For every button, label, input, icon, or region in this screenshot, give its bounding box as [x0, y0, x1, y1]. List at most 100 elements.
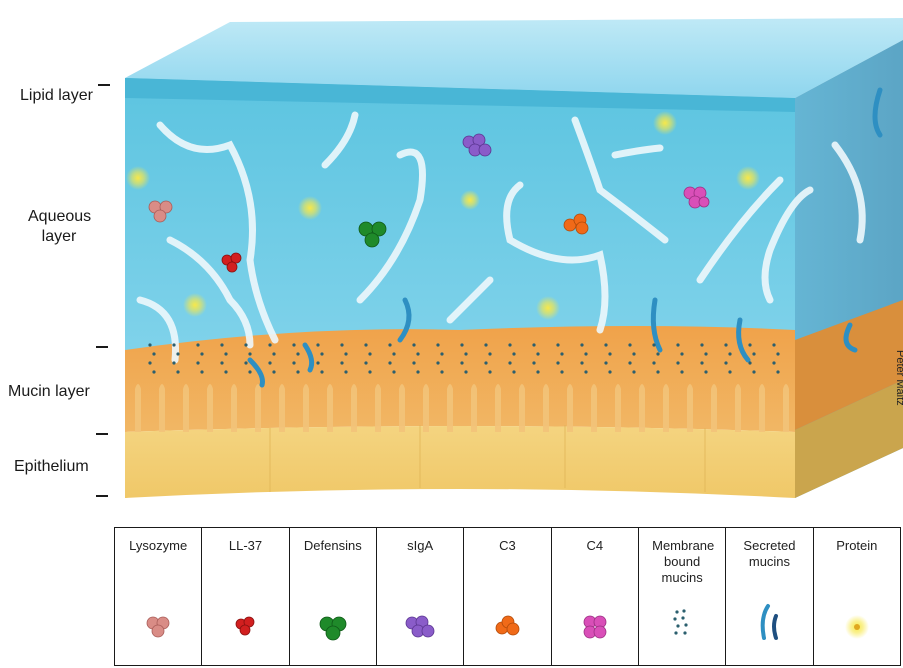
membrane-mucin-dot: [152, 352, 155, 355]
membrane-mucin-dot: [412, 343, 415, 346]
legend-label: LL-37: [202, 538, 288, 554]
membrane-mucin-dot: [584, 352, 587, 355]
membrane-mucin-dot: [748, 343, 751, 346]
legend-cell-ll37: LL-37: [202, 528, 289, 665]
membrane-mucin-dot: [584, 370, 587, 373]
membrane-mucin-dot: [728, 370, 731, 373]
membrane-mucin-dot: [700, 343, 703, 346]
membrane-mucin-dot: [464, 352, 467, 355]
membrane-mucin-dot: [296, 352, 299, 355]
membrane-mucin-dot: [772, 361, 775, 364]
membrane-mucin-dot: [556, 343, 559, 346]
membrane-mucin-dot: [680, 352, 683, 355]
microvillus: [279, 384, 285, 432]
microvillus: [183, 384, 189, 432]
lysozyme-cluster-icon: [143, 614, 173, 640]
microvillus: [447, 384, 453, 432]
legend-cell-secreted-mucins: Secreted mucins: [726, 528, 813, 665]
microvillus: [207, 384, 213, 432]
membrane-mucin-dot: [392, 352, 395, 355]
membrane-mucin-dot: [728, 352, 731, 355]
membrane-mucin-dot: [340, 361, 343, 364]
membrane-mucin-dot: [556, 361, 559, 364]
membrane-mucin-dot: [488, 370, 491, 373]
membrane-mucin-dot: [244, 343, 247, 346]
membrane-mucin-dot: [316, 361, 319, 364]
membrane-mucin-dot: [652, 361, 655, 364]
microvillus: [471, 384, 477, 432]
microvillus: [303, 384, 309, 432]
membrane-mucin-dot: [412, 361, 415, 364]
microvillus: [519, 384, 525, 432]
microvillus: [687, 384, 693, 432]
membrane-mucin-dot: [680, 370, 683, 373]
aqueous-layer-label: Aqueous layer: [28, 207, 90, 247]
membrane-mucin-dot: [416, 352, 419, 355]
lipid-layer-tick: [98, 84, 110, 86]
microvillus: [255, 384, 261, 432]
membrane-mucin-dot: [316, 343, 319, 346]
membrane-mucin-dot: [440, 352, 443, 355]
membrane-mucin-dots-icon: [671, 608, 693, 638]
membrane-mucin-dot: [508, 361, 511, 364]
membrane-mucin-dot: [752, 370, 755, 373]
microvillus: [567, 384, 573, 432]
membrane-mucin-dot: [388, 361, 391, 364]
membrane-mucin-dot: [292, 361, 295, 364]
membrane-mucin-dot: [248, 352, 251, 355]
secreted-mucin-strands-icon: [754, 602, 784, 642]
membrane-mucin-dot: [364, 361, 367, 364]
membrane-mucin-dot: [344, 352, 347, 355]
microvillus: [327, 384, 333, 432]
microvillus: [423, 384, 429, 432]
legend-label: C4: [552, 538, 638, 554]
legend-cell-c3: C3: [464, 528, 551, 665]
membrane-mucin-dot: [464, 370, 467, 373]
membrane-mucin-dot: [752, 352, 755, 355]
legend-cell-lysozyme: Lysozyme: [115, 528, 202, 665]
membrane-mucin-dot: [776, 352, 779, 355]
membrane-mucin-dot: [272, 352, 275, 355]
legend-label: Lysozyme: [115, 538, 201, 554]
membrane-mucin-dot: [512, 352, 515, 355]
membrane-mucin-dot: [268, 343, 271, 346]
legend-label: C3: [464, 538, 550, 554]
microvillus: [783, 384, 789, 432]
membrane-mucin-dot: [220, 361, 223, 364]
membrane-mucin-dot: [172, 343, 175, 346]
legend-table: Lysozyme LL-37 Defensins sIgA: [114, 527, 901, 666]
legend-cell-defensins: Defensins: [290, 528, 377, 665]
lipid-layer-label: Lipid layer: [20, 86, 120, 106]
membrane-mucin-dot: [748, 361, 751, 364]
microvillus: [375, 384, 381, 432]
microvillus: [639, 384, 645, 432]
membrane-mucin-dot: [320, 370, 323, 373]
defensins-cluster-icon: [317, 614, 349, 642]
membrane-mucin-dot: [724, 343, 727, 346]
membrane-mucin-dot: [704, 370, 707, 373]
membrane-mucin-dot: [436, 343, 439, 346]
legend-cell-membrane-mucins: Membrane bound mucins: [639, 528, 726, 665]
membrane-mucin-dot: [676, 343, 679, 346]
membrane-mucin-dot: [604, 343, 607, 346]
membrane-mucin-dot: [560, 370, 563, 373]
membrane-mucin-dot: [560, 352, 563, 355]
membrane-mucin-dot: [148, 361, 151, 364]
membrane-mucin-dot: [368, 352, 371, 355]
membrane-mucin-dot: [196, 361, 199, 364]
membrane-mucin-dot: [656, 352, 659, 355]
legend-label: sIgA: [377, 538, 463, 554]
c4-cluster-icon: [581, 614, 609, 640]
membrane-mucin-dot: [460, 343, 463, 346]
epithelium-bottom-tick: [96, 495, 108, 497]
membrane-mucin-dot: [368, 370, 371, 373]
membrane-mucin-dot: [488, 352, 491, 355]
tear-film-diagram: Peter Maltz: [0, 0, 903, 520]
membrane-mucin-dot: [536, 370, 539, 373]
microvillus: [543, 384, 549, 432]
microvillus: [135, 384, 141, 432]
microvillus: [399, 384, 405, 432]
membrane-mucin-dot: [196, 343, 199, 346]
membrane-mucin-dot: [704, 352, 707, 355]
legend-cell-protein: Protein: [814, 528, 900, 665]
